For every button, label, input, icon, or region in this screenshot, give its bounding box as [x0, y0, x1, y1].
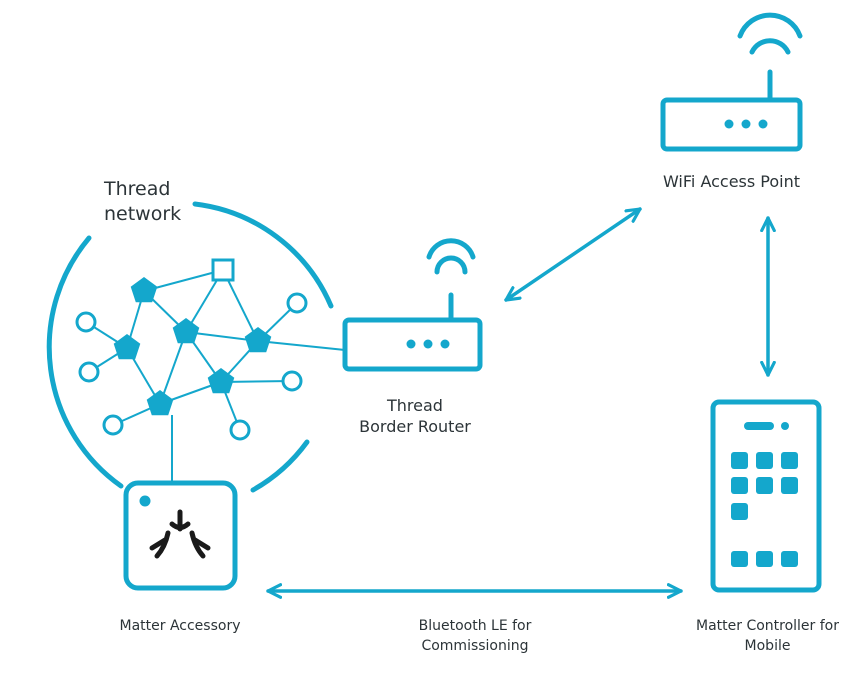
thread-border-router — [342, 238, 483, 372]
thread-network-label: Thread network — [104, 178, 182, 225]
router-nodes — [113, 277, 272, 416]
wifi-access-point-label: WiFi Access Point — [662, 172, 801, 191]
app-grid — [731, 452, 798, 567]
thread-mesh — [75, 258, 346, 482]
bluetooth-label: Bluetooth LE for Commissioning — [418, 618, 532, 654]
matter-accessory-label: Matter Accessory — [119, 618, 241, 634]
leader-node — [211, 258, 235, 282]
smartphone-icon — [710, 399, 822, 593]
arrow-router-to-ap — [504, 207, 642, 302]
thread-network-boundary — [46, 201, 334, 493]
matter-logo-icon — [149, 509, 211, 559]
wifi-access-point — [660, 12, 803, 152]
matter-controller-label: Matter Controller for Mobile — [695, 618, 840, 654]
end-nodes — [75, 292, 308, 441]
matter-accessory-device — [123, 480, 238, 591]
thread-border-router-label: Thread Border Router — [359, 396, 471, 436]
connection-arrows — [266, 207, 776, 599]
